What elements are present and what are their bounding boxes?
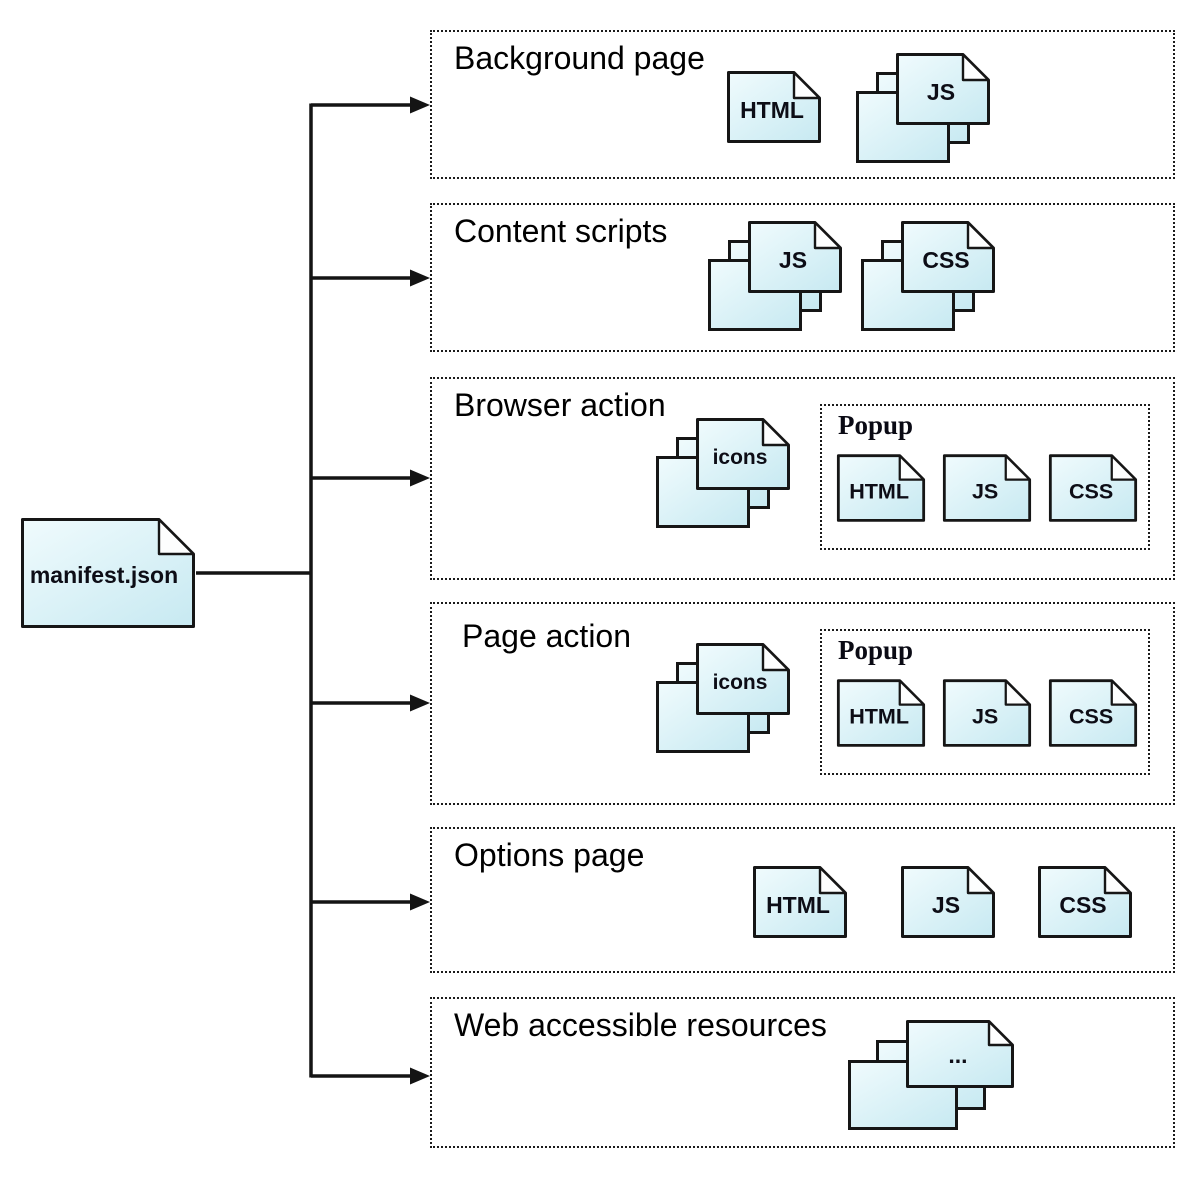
file-label: JS xyxy=(972,703,998,728)
js-files-stack-icon: JS xyxy=(856,53,990,163)
arrowhead-web-resources xyxy=(410,1067,430,1085)
resources-files-stack-icon: ... xyxy=(848,1020,1014,1130)
file-label: HTML xyxy=(849,478,909,503)
js-files-stack-icon: JS xyxy=(708,221,842,331)
html-file-icon: HTML xyxy=(836,679,926,747)
icons-files-stack-icon: icons xyxy=(656,418,790,528)
arrowhead-browser-action xyxy=(410,469,430,487)
file-label: icons xyxy=(713,446,768,469)
folded-corner xyxy=(1110,679,1137,706)
css-file-icon: CSS xyxy=(1048,454,1138,522)
folded-corner xyxy=(761,418,790,447)
file-label: CSS xyxy=(922,247,969,273)
file-label: CSS xyxy=(1069,703,1113,728)
file-label: JS xyxy=(932,892,960,918)
folded-corner xyxy=(987,1020,1014,1047)
section-title-options: Options page xyxy=(454,837,645,873)
folded-corner xyxy=(818,866,847,895)
folded-corner xyxy=(898,454,925,481)
file-label: HTML xyxy=(766,892,830,918)
folded-corner xyxy=(1110,454,1137,481)
popup-title: Popup xyxy=(838,410,914,440)
folded-corner xyxy=(966,221,995,250)
section-content-scripts: Content scripts JS CSS xyxy=(430,203,1175,352)
file-label: JS xyxy=(927,79,955,105)
folded-corner xyxy=(961,53,990,82)
icons-files-stack-icon: icons xyxy=(656,643,790,753)
file-label: HTML xyxy=(740,97,804,123)
file-label: JS xyxy=(779,247,807,273)
popup-box: Popup HTML JS CSS xyxy=(820,404,1150,550)
arrowhead-content xyxy=(410,269,430,287)
section-browser-action: Browser action icons Popup HTML JS xyxy=(430,377,1175,580)
folded-corner xyxy=(898,679,925,706)
arrowhead-page-action xyxy=(410,694,430,712)
arrowhead-options xyxy=(410,893,430,911)
html-file-icon: HTML xyxy=(836,454,926,522)
section-title-background: Background page xyxy=(454,40,705,76)
js-file-icon: JS xyxy=(942,454,1032,522)
js-file-icon: JS xyxy=(942,679,1032,747)
manifest-label: manifest.json xyxy=(30,562,178,588)
file-label: ... xyxy=(948,1042,967,1068)
folded-corner xyxy=(761,643,790,672)
folded-corner xyxy=(966,866,995,895)
file-label: CSS xyxy=(1059,892,1106,918)
section-background-page: Background page HTML JS xyxy=(430,30,1175,179)
folded-corner xyxy=(1004,679,1031,706)
file-label: JS xyxy=(972,478,998,503)
css-file-icon: CSS xyxy=(1048,679,1138,747)
file-label: icons xyxy=(713,671,768,694)
html-file-icon: HTML xyxy=(753,866,847,938)
folded-corner xyxy=(1004,454,1031,481)
html-file-icon: HTML xyxy=(727,71,821,143)
js-file-icon: JS xyxy=(901,866,995,938)
section-page-action: Page action icons Popup HTML JS xyxy=(430,602,1175,805)
document-shape xyxy=(906,1020,1014,1088)
section-web-accessible-resources: Web accessible resources ... xyxy=(430,997,1175,1148)
arrowhead-background xyxy=(410,96,430,114)
section-title-browser-action: Browser action xyxy=(454,387,666,423)
document-shape xyxy=(21,518,195,628)
file-label: HTML xyxy=(849,703,909,728)
popup-box: Popup HTML JS CSS xyxy=(820,629,1150,775)
section-title-web-resources: Web accessible resources xyxy=(454,1007,827,1043)
css-file-icon: CSS xyxy=(1038,866,1132,938)
section-options-page: Options page HTML JS CSS xyxy=(430,827,1175,973)
folded-corner xyxy=(792,71,821,100)
section-title-content: Content scripts xyxy=(454,213,668,249)
folded-corner xyxy=(1103,866,1132,895)
popup-title: Popup xyxy=(838,635,914,665)
file-label: CSS xyxy=(1069,478,1113,503)
folded-corner xyxy=(813,221,842,250)
css-files-stack-icon: CSS xyxy=(861,221,995,331)
section-title-page-action: Page action xyxy=(462,618,632,654)
manifest-json-file-icon: manifest.json xyxy=(21,518,195,628)
folded-corner xyxy=(157,518,195,556)
